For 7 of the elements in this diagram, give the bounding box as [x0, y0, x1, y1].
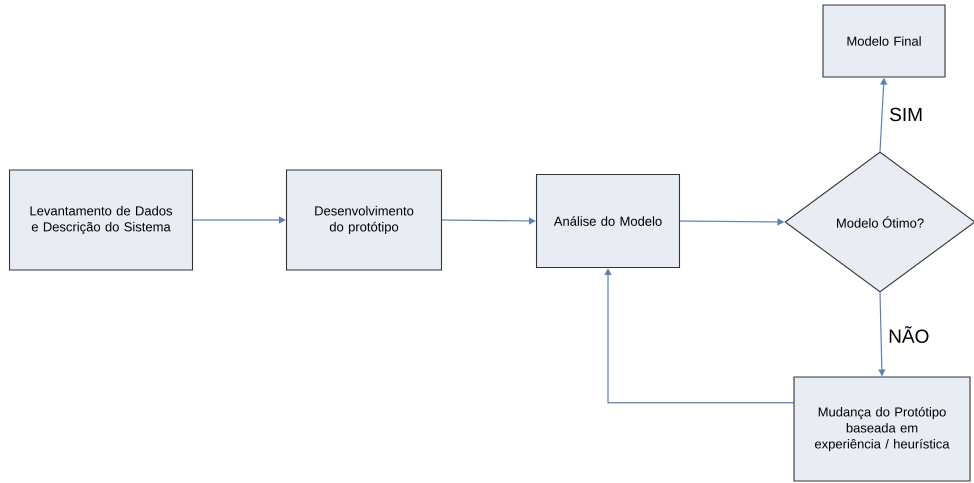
process-box: Levantamento de Dados e Descrição do Sistema [8, 169, 194, 271]
process-box: Mudança do Protótipo baseada em experiência / heurística [793, 376, 971, 482]
process-box: Modelo Final [822, 4, 946, 78]
process-box: Análise do Modelo [536, 174, 680, 268]
edge-label: NÃO [887, 325, 930, 344]
edge-label: SIM [888, 106, 924, 122]
process-box: Desenvolvimento do protótipo [286, 169, 442, 271]
